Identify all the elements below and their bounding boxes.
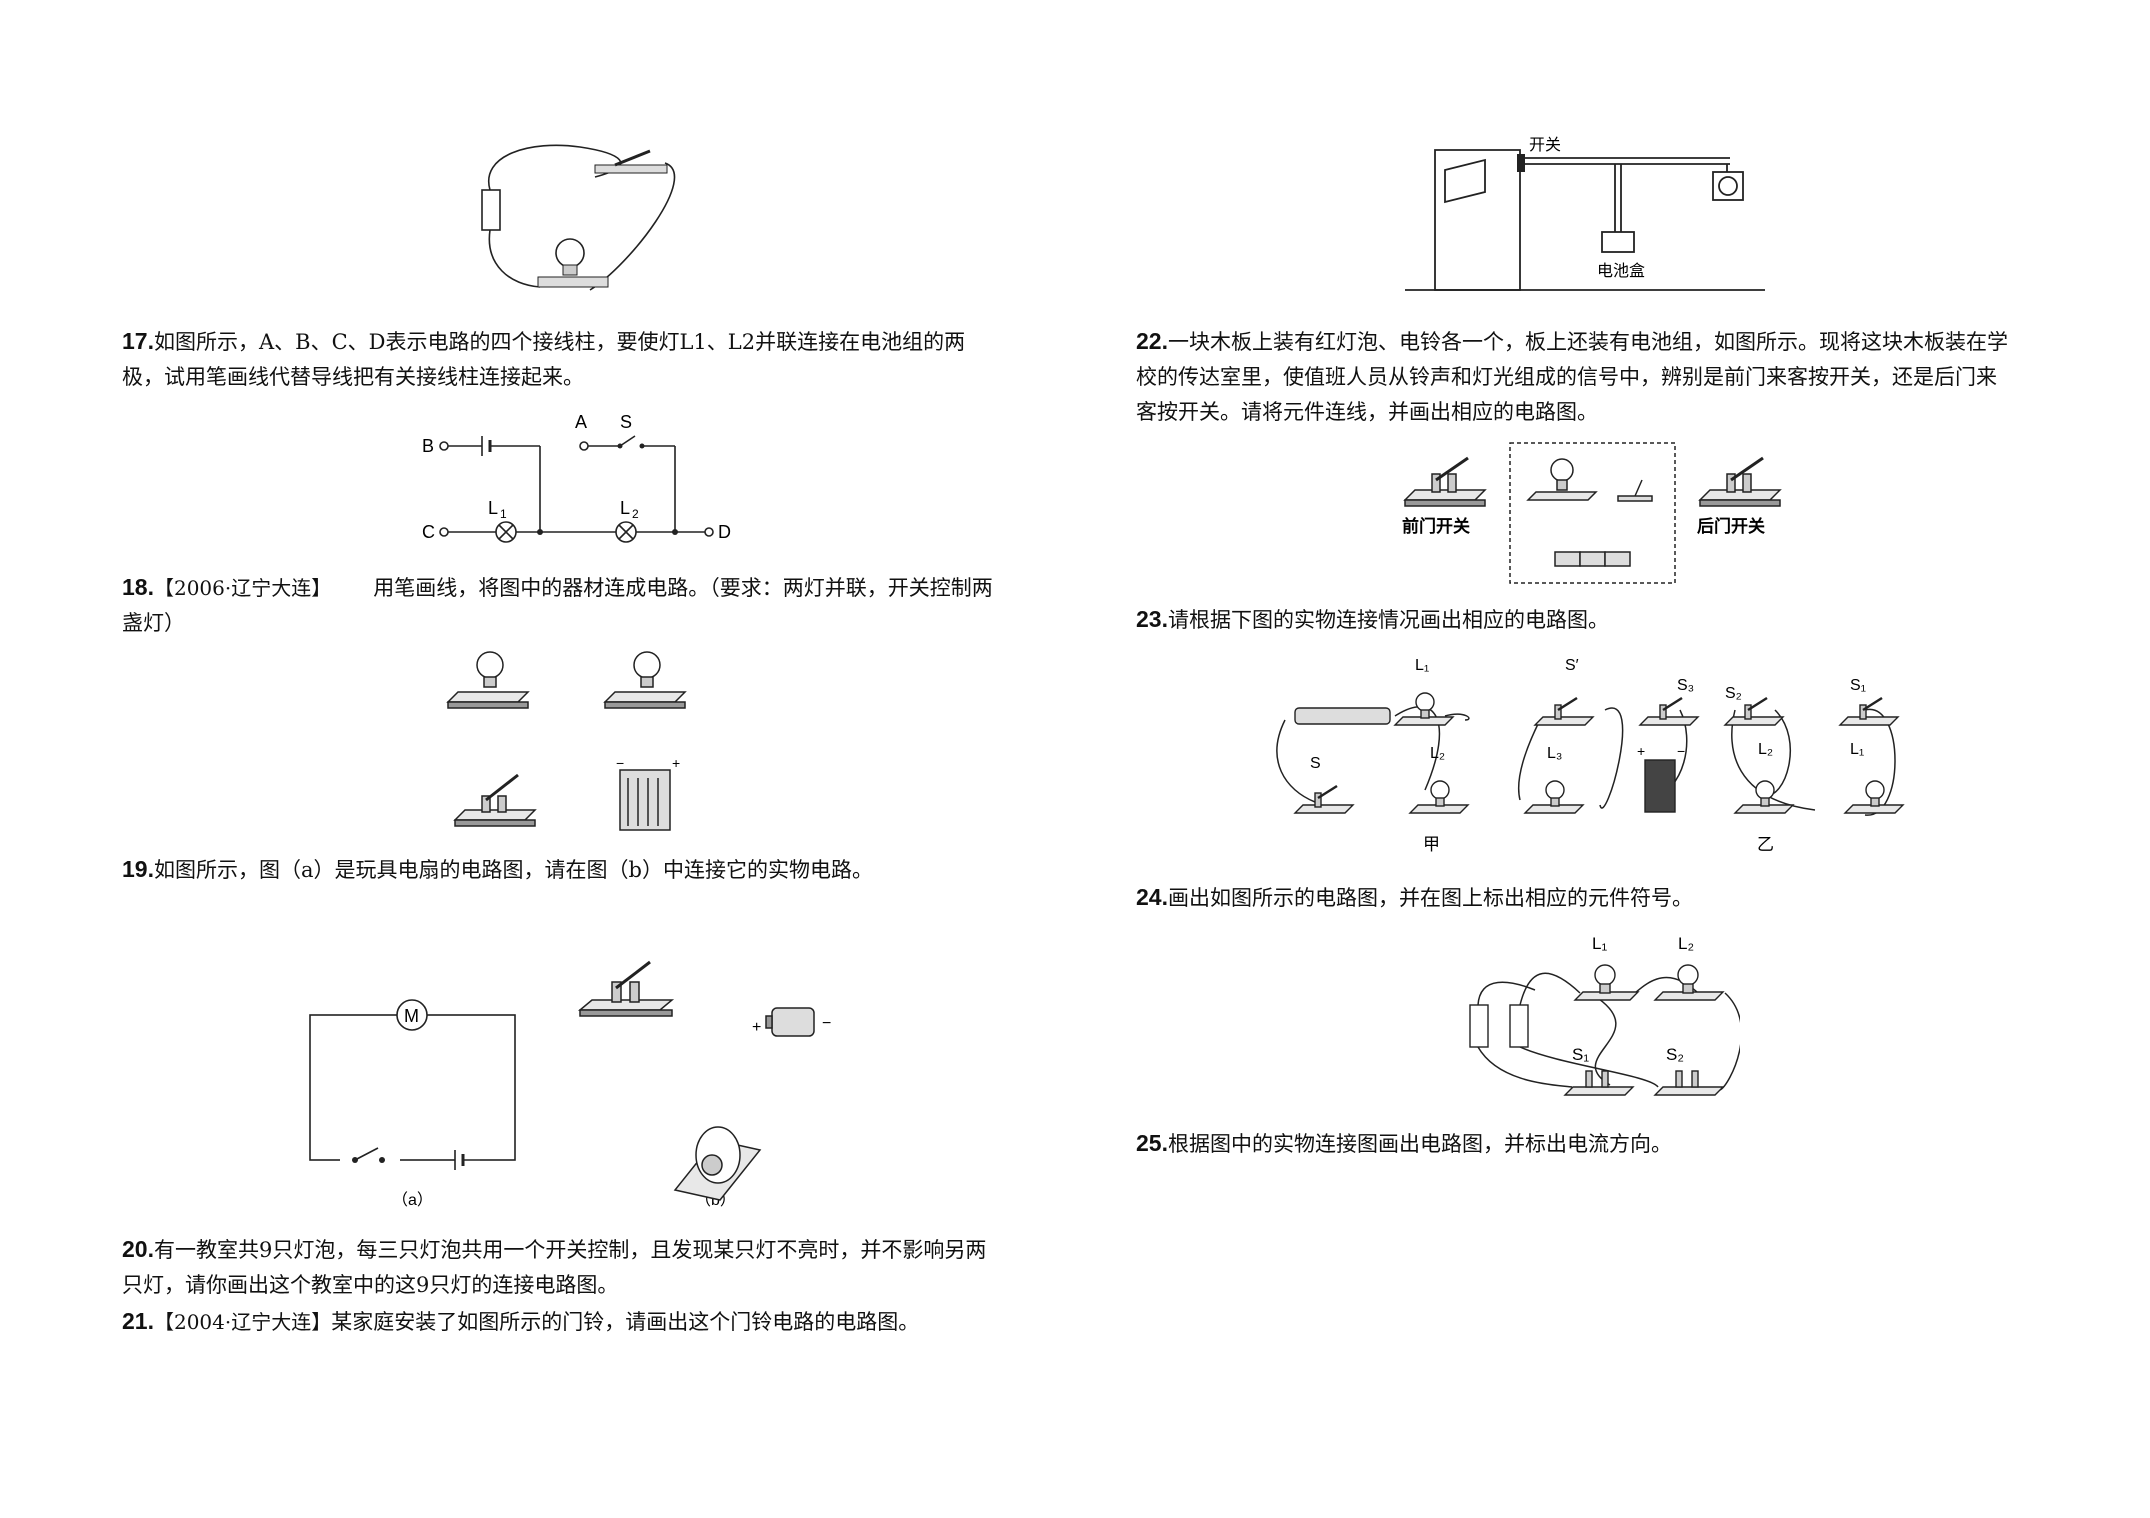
question-text: 如图所示，图（a）是玩具电扇的电路图，请在图（b）中连接它的实物电路。 (153, 858, 873, 882)
question-18: 18.【2006·辽宁大连】用笔画线，将图中的器材连成电路。（要求：两灯并联，开… (122, 570, 1002, 641)
question-text: 画出如图所示的电路图，并在图上标出相应的元件符号。 (1167, 886, 1693, 910)
q23-battery-plus: + (1637, 743, 1645, 759)
question-number: 25. (1136, 1130, 1168, 1156)
question-source: 【2004·辽宁大连】 (153, 1310, 332, 1334)
question-number: 21. (122, 1308, 154, 1334)
q24-s1-label: S₁ (1572, 1045, 1589, 1064)
question-19: 19.如图所示，图（a）是玩具电扇的电路图，请在图（b）中连接它的实物电路。 (122, 852, 1002, 888)
q23-s2-label: S₂ (1725, 685, 1742, 702)
switch-s-label: S (620, 412, 632, 432)
question-text: 某家庭安装了如图所示的门铃，请画出这个门铃电路的电路图。 (331, 1310, 920, 1334)
question-text: 一块木板上装有红灯泡、电铃各一个，板上还装有电池组，如图所示。现将这块木板装在学… (1136, 330, 2008, 424)
terminal-d-label: D (718, 522, 731, 542)
figure-q17-circuit: B A S C D L 1 L 2 (422, 412, 731, 543)
q23-sprime-label: S′ (1565, 657, 1579, 674)
front-door-switch-label: 前门开关 (1402, 516, 1470, 536)
battery-minus: − (822, 1015, 831, 1032)
q23-yi-label: 乙 (1757, 835, 1774, 854)
q23-jia-label: 甲 (1423, 835, 1440, 854)
question-text: 如图所示，A、B、C、D表示电路的四个接线柱，要使灯L1、L2并联连接在电池组的… (122, 330, 966, 389)
q23-l3-label: L₃ (1547, 745, 1562, 762)
question-number: 22. (1136, 328, 1168, 354)
battery-box-label: 电池盒 (1597, 262, 1645, 280)
question-21: 21.【2004·辽宁大连】某家庭安装了如图所示的门铃，请画出这个门铃电路的电路… (122, 1304, 1002, 1340)
question-23: 23.请根据下图的实物连接情况画出相应的电路图。 (1136, 602, 2016, 638)
question-25: 25.根据图中的实物连接图画出电路图，并标出电流方向。 (1136, 1126, 2016, 1162)
question-22: 22.一块木板上装有红灯泡、电铃各一个，板上还装有电池组，如图所示。现将这块木板… (1136, 324, 2016, 430)
svg-text:+: + (672, 755, 680, 771)
question-24: 24.画出如图所示的电路图，并在图上标出相应的元件符号。 (1136, 880, 2016, 916)
question-text: 根据图中的实物连接图画出电路图，并标出电流方向。 (1167, 1132, 1672, 1156)
q23-l2-label: L₂ (1430, 745, 1445, 762)
question-text: 用笔画线，将图中的器材连成电路。（要求：两灯并联，开关控制两盏灯） (122, 576, 993, 635)
q23-s3-label: S₃ (1677, 677, 1694, 694)
q23-s-label: S (1310, 755, 1321, 772)
figure-top-left-circuit (481, 144, 676, 291)
terminal-b-label: B (422, 436, 434, 456)
lamp-l1-label: L (488, 498, 498, 518)
question-source: 【2006·辽宁大连】 (153, 576, 332, 600)
q24-s2-label: S₂ (1666, 1045, 1684, 1064)
question-text: 请根据下图的实物连接情况画出相应的电路图。 (1167, 608, 1609, 632)
figure-q21-doorbell: 开关 电池盒 (1405, 136, 1765, 291)
question-number: 18. (122, 574, 154, 600)
caption-a: （a） (392, 1191, 433, 1209)
battery-plus: + (752, 1019, 761, 1036)
switch-label: 开关 (1529, 136, 1561, 154)
q24-l1-label: L₁ (1592, 934, 1607, 953)
lamp-l2-label: L (620, 498, 630, 518)
question-number: 17. (122, 328, 154, 354)
back-door-switch-label: 后门开关 (1697, 516, 1765, 536)
figure-q19-circuits: M （a） （b） + − (309, 960, 831, 1209)
question-number: 23. (1136, 606, 1168, 632)
figure-q24-circuit: L₁ L₂ S₁ S₂ (1469, 934, 1740, 1096)
question-20: 20.有一教室共9只灯泡，每三只灯泡共用一个开关控制，且发现某只灯不亮时，并不影… (122, 1232, 1002, 1303)
question-text: 有一教室共9只灯泡，每三只灯泡共用一个开关控制，且发现某只灯不亮时，并不影响另两… (122, 1238, 987, 1297)
terminal-c-label: C (422, 522, 435, 542)
question-17: 17.如图所示，A、B、C、D表示电路的四个接线柱，要使灯L1、L2并联连接在电… (122, 324, 1002, 395)
svg-text:−: − (616, 755, 624, 771)
question-number: 20. (122, 1236, 154, 1262)
question-number: 24. (1136, 884, 1168, 910)
q23-l1b-label: L₁ (1850, 741, 1864, 758)
q24-l2-label: L₂ (1678, 934, 1694, 953)
figure-q18-components: −+ (446, 651, 687, 831)
lamp-l1-subscript: 1 (500, 507, 507, 521)
question-number: 19. (122, 856, 154, 882)
q23-l1-label: L₁ (1415, 657, 1429, 674)
q23-s1-label: S₁ (1850, 677, 1866, 694)
q23-l2b-label: L₂ (1758, 741, 1773, 758)
motor-label: M (404, 1006, 419, 1026)
figure-q22-board: 前门开关 后门开关 (1402, 442, 1782, 584)
terminal-a-label: A (575, 412, 587, 432)
lamp-l2-subscript: 2 (632, 507, 639, 521)
q23-battery-minus: − (1677, 743, 1685, 759)
figure-q23-circuits: L₁ S′ S L₂ L₃ S₃ S₂ S₁ L₂ L₁ + − 甲 乙 (1276, 657, 1905, 854)
